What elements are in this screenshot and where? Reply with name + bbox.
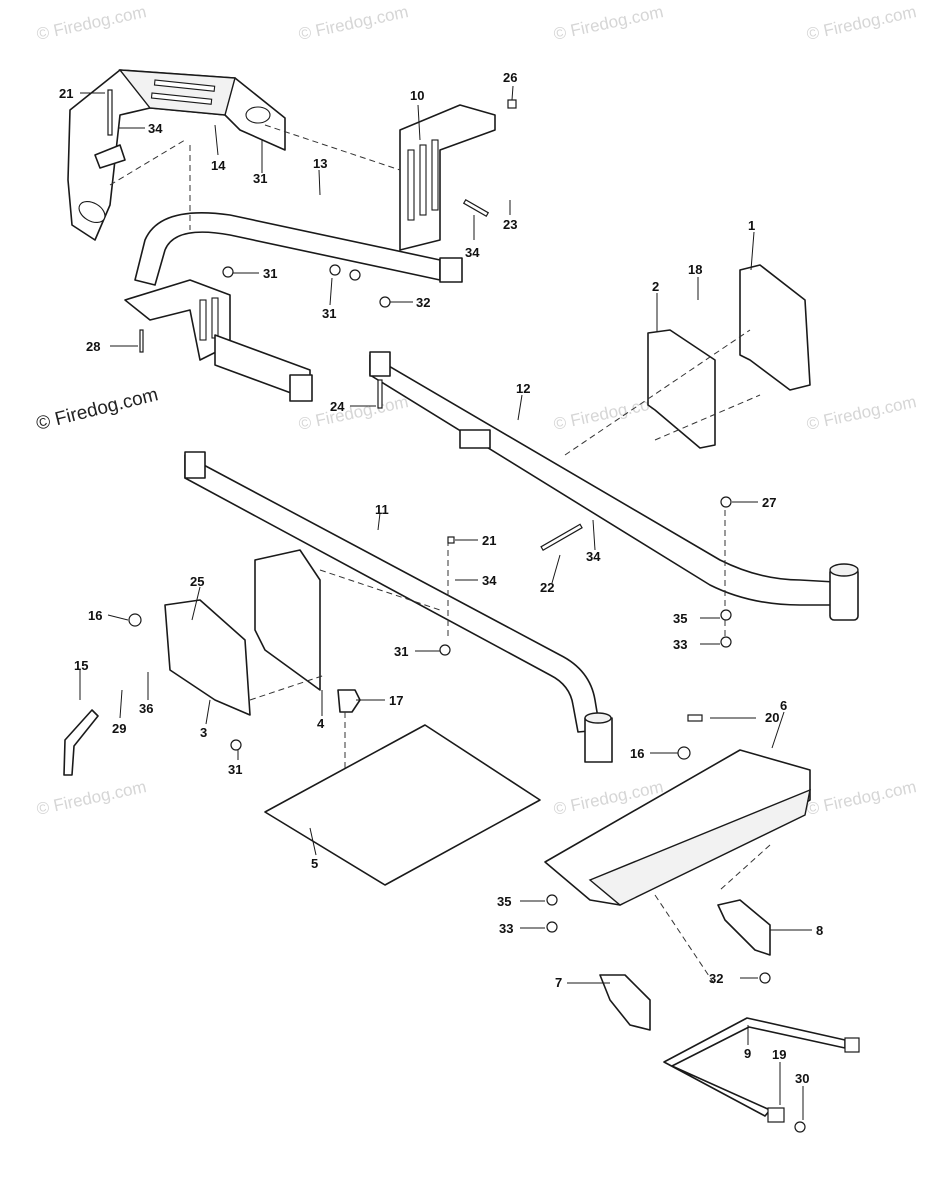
part-13-u-tube — [134, 212, 463, 286]
callout-31: 31 — [394, 644, 408, 659]
part-10-bracket — [399, 104, 496, 251]
callout-33: 33 — [499, 921, 513, 936]
hardware-layer — [107, 89, 806, 1133]
callout-2: 2 — [652, 279, 659, 294]
callout-34: 34 — [586, 549, 601, 564]
callout-4: 4 — [317, 716, 325, 731]
callout-31: 31 — [228, 762, 242, 777]
callout-8: 8 — [816, 923, 823, 938]
callout-10: 10 — [410, 88, 424, 103]
callout-3: 3 — [200, 725, 207, 740]
callout-20: 20 — [765, 710, 779, 725]
callout-16: 16 — [630, 746, 644, 761]
callout-9: 9 — [744, 1046, 751, 1061]
watermark-text: © Firedog.com — [297, 2, 410, 44]
callout-labels: 1 2 3 4 5 6 7 8 9 10 11 12 13 14 15 16 1… — [59, 70, 823, 1086]
watermark-text: © Firedog.com — [805, 392, 918, 434]
callout-17: 17 — [389, 693, 403, 708]
watermark-text: © Firedog.com — [35, 2, 148, 44]
callout-35: 35 — [497, 894, 511, 909]
part-1-side-plate — [739, 264, 811, 391]
callout-35: 35 — [673, 611, 687, 626]
callout-13: 13 — [313, 156, 327, 171]
callout-32: 32 — [709, 971, 723, 986]
part-8-bracket — [717, 899, 771, 956]
callout-29: 29 — [112, 721, 126, 736]
callout-11: 11 — [375, 502, 389, 517]
part-5-floor-plate — [264, 724, 541, 886]
callout-33: 33 — [673, 637, 687, 652]
callout-31: 31 — [322, 306, 336, 321]
callout-31: 31 — [253, 171, 267, 186]
part-28-bracket-assembly — [124, 279, 313, 402]
part-6-deck-plate — [544, 749, 811, 906]
watermark-main: © Firedog.com — [34, 384, 160, 435]
part-9-u-rod — [663, 1017, 860, 1123]
callout-31: 31 — [263, 266, 277, 281]
callout-26: 26 — [503, 70, 517, 85]
part-17-switch — [337, 689, 361, 713]
callout-21: 21 — [482, 533, 496, 548]
watermark-text: © Firedog.com — [805, 777, 918, 819]
callout-25: 25 — [190, 574, 204, 589]
callout-14: 14 — [211, 158, 226, 173]
callout-16: 16 — [88, 608, 102, 623]
watermark-text: © Firedog.com — [35, 777, 148, 819]
callout-36: 36 — [139, 701, 153, 716]
callout-21: 21 — [59, 86, 73, 101]
part-14-bracket — [67, 69, 286, 241]
callout-15: 15 — [74, 658, 88, 673]
watermark-text: © Firedog.com — [805, 2, 918, 44]
callout-12: 12 — [516, 381, 530, 396]
part-3-plate — [164, 599, 251, 716]
callout-30: 30 — [795, 1071, 809, 1086]
part-15-lever — [63, 709, 99, 776]
callout-23: 23 — [503, 217, 517, 232]
callout-5: 5 — [311, 856, 318, 871]
part-11-frame-tube — [184, 451, 613, 763]
callout-1: 1 — [748, 218, 755, 233]
part-4-plate — [254, 549, 321, 691]
callout-22: 22 — [540, 580, 554, 595]
callout-34: 34 — [465, 245, 480, 260]
watermark-text: © Firedog.com — [297, 392, 410, 434]
part-2-side-plate — [647, 329, 716, 449]
part-12-frame-tube — [369, 351, 859, 621]
callout-18: 18 — [688, 262, 702, 277]
watermark-text: © Firedog.com — [552, 2, 665, 44]
assembly-lines — [109, 124, 771, 986]
callout-7: 7 — [555, 975, 562, 990]
callout-34: 34 — [482, 573, 497, 588]
callout-32: 32 — [416, 295, 430, 310]
callout-19: 19 — [772, 1047, 786, 1062]
leader-lines — [79, 85, 812, 1120]
callout-6: 6 — [780, 698, 787, 713]
callout-34: 34 — [148, 121, 163, 136]
part-7-bracket — [599, 974, 651, 1031]
callout-24: 24 — [330, 399, 345, 414]
callout-28: 28 — [86, 339, 100, 354]
callout-27: 27 — [762, 495, 776, 510]
